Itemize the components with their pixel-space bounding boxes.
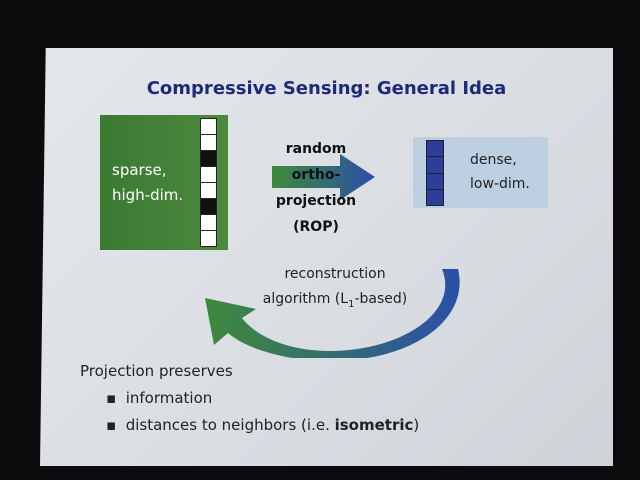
- projection-label: random ortho- projection (ROP): [266, 136, 366, 240]
- reconstruction-label: reconstruction algorithm (L1-based): [250, 262, 420, 317]
- projection-label-line4: (ROP): [293, 219, 339, 235]
- reconstruction-label-line2: algorithm (L1-based): [250, 287, 420, 317]
- dense-label: dense, low-dim.: [470, 148, 530, 196]
- dense-label-line2: low-dim.: [470, 176, 530, 192]
- recon-suffix: -based): [354, 291, 408, 307]
- sparse-label-line2: high-dim.: [112, 186, 184, 204]
- summary-bullet: ▪ information: [106, 389, 213, 407]
- reconstruction-label-line1: reconstruction: [284, 266, 386, 282]
- sparse-label-line1: sparse,: [112, 161, 167, 179]
- slide-title: Compressive Sensing: General Idea: [146, 78, 507, 99]
- recon-prefix: algorithm (L: [262, 291, 349, 307]
- sparse-label: sparse, high-dim.: [112, 158, 183, 208]
- slide: Compressive Sensing: General Idea sparse…: [40, 48, 613, 466]
- projection-label-line1: random: [285, 141, 347, 157]
- sparse-vector-column: [200, 118, 217, 247]
- dense-vector-column: [426, 140, 444, 206]
- projection-label-line2: ortho-: [291, 167, 341, 183]
- projection-arrow-icon: [272, 154, 375, 200]
- summary-heading: Projection preserves: [80, 362, 233, 380]
- dense-label-line1: dense,: [470, 152, 517, 168]
- summary-bullet: ▪ distances to neighbors (i.e. isometric…: [106, 416, 420, 434]
- recon-subscript: 1: [348, 298, 355, 310]
- projection-label-line3: projection: [275, 193, 357, 209]
- bullet-text: information: [125, 389, 213, 407]
- bullet-bold-text: isometric: [334, 416, 414, 434]
- bullet-text: distances to neighbors (i.e.: [125, 416, 335, 434]
- bullet-text-end: ): [413, 416, 420, 434]
